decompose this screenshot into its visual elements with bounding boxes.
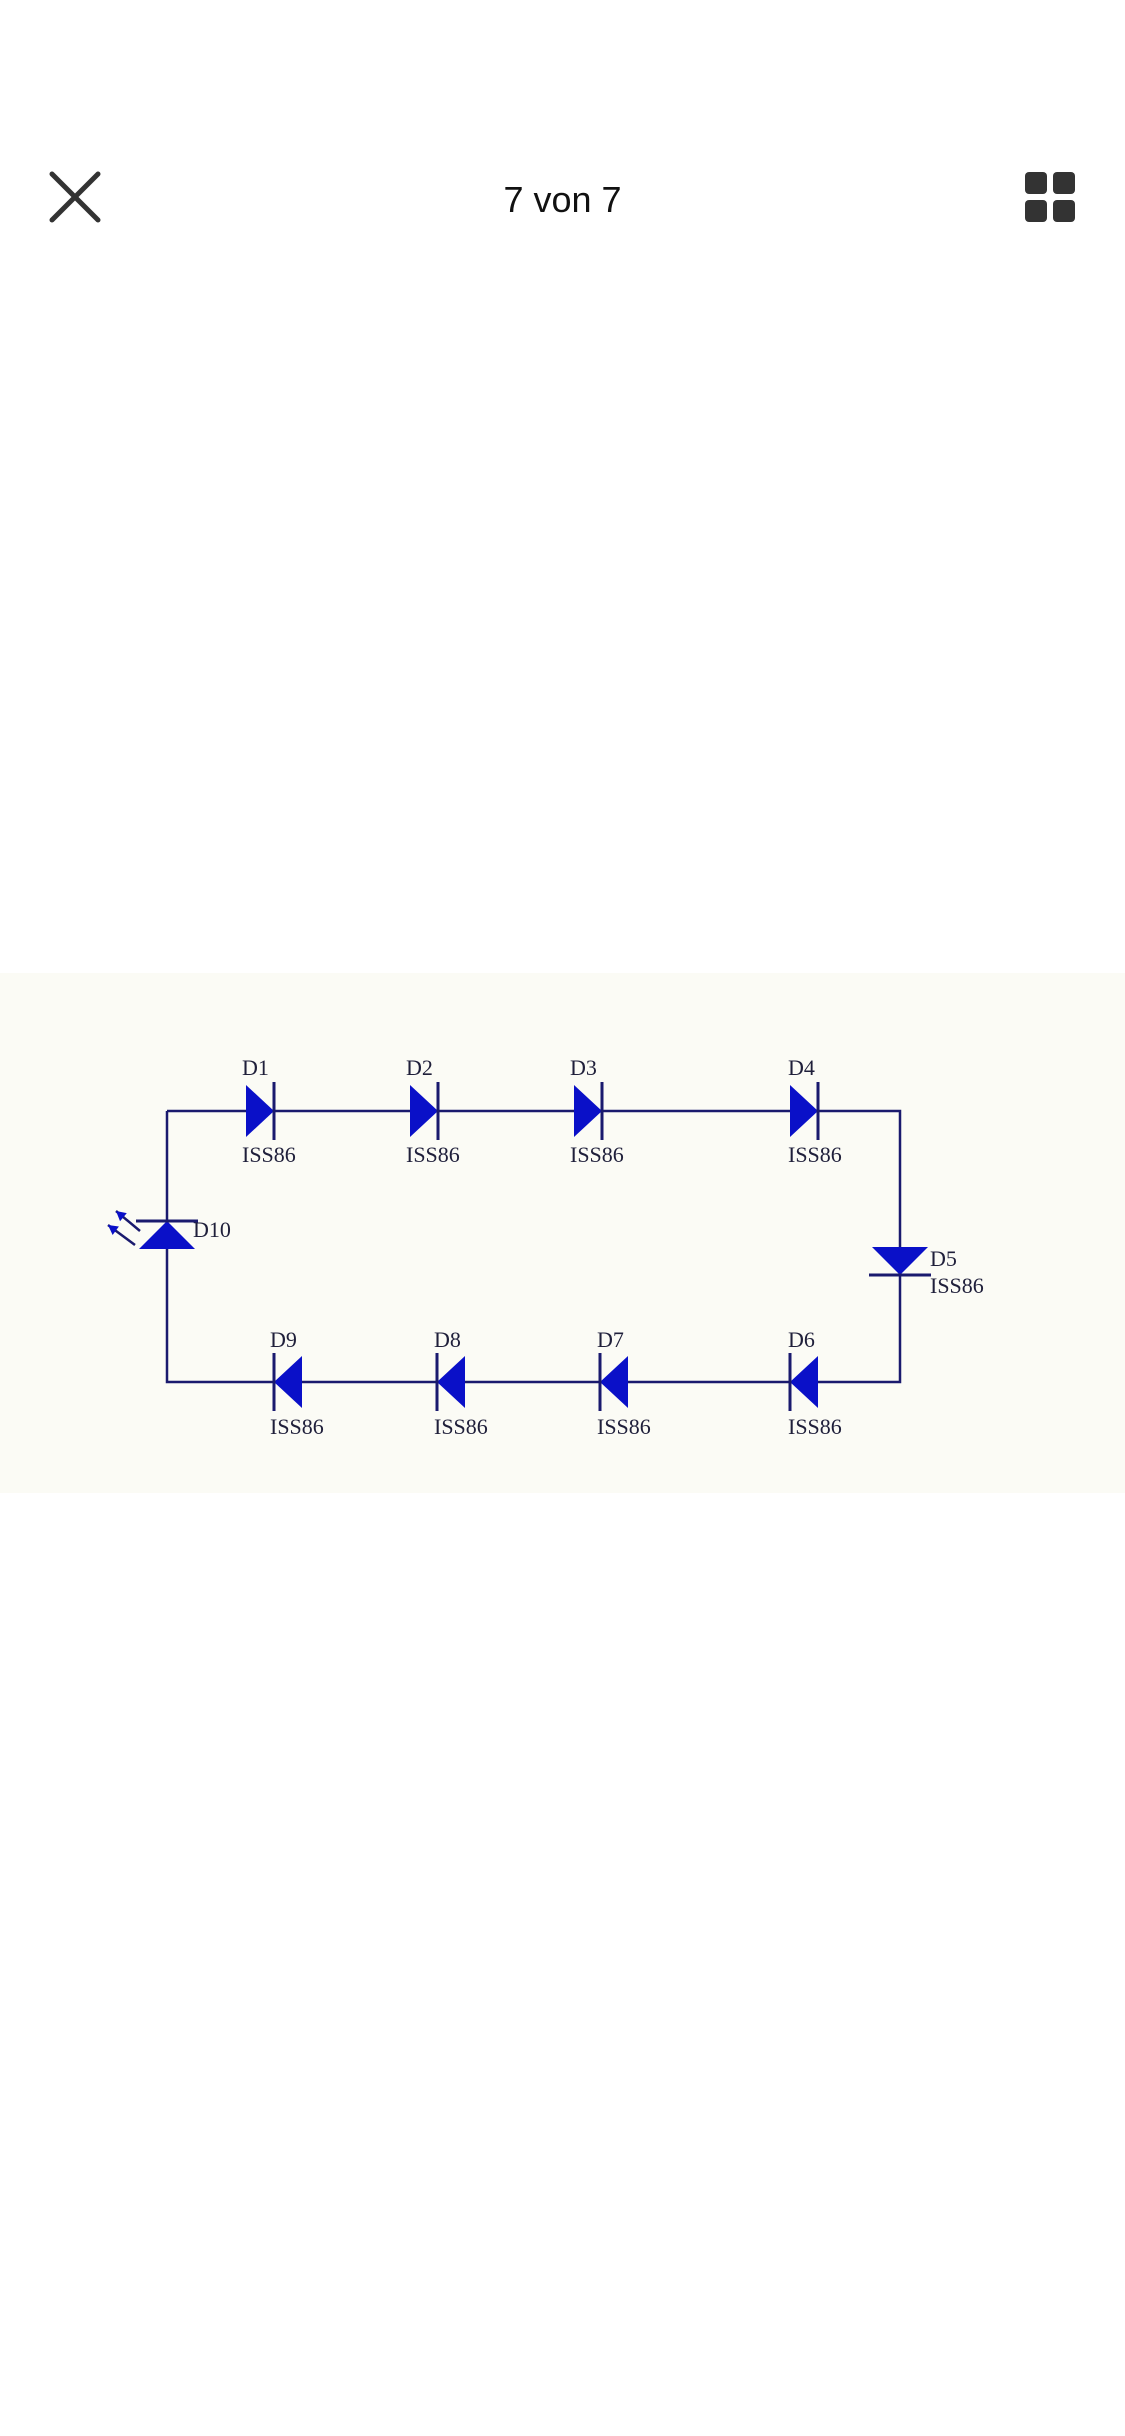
diode-d8-symbol bbox=[437, 1356, 465, 1408]
diode-d8 bbox=[435, 1353, 465, 1411]
diode-d5-symbol bbox=[872, 1247, 928, 1275]
diode-d2 bbox=[410, 1082, 440, 1140]
circuit-diagram: D1 ISS86 D2 ISS86 D3 ISS86 D4 ISS86 D5 I… bbox=[107, 1055, 984, 1439]
diode-d2-symbol bbox=[410, 1085, 438, 1137]
diode-d6-symbol bbox=[790, 1356, 818, 1408]
led-arrow-1-head bbox=[108, 1225, 119, 1235]
viewer-header: 7 von 7 bbox=[0, 140, 1125, 260]
d1-value-label: ISS86 bbox=[242, 1142, 296, 1167]
circuit-image: D1 ISS86 D2 ISS86 D3 ISS86 D4 ISS86 D5 I… bbox=[0, 973, 1125, 1493]
diode-d4 bbox=[790, 1082, 820, 1140]
diode-d10 bbox=[107, 1210, 198, 1249]
d7-ref-label: D7 bbox=[597, 1327, 624, 1352]
d8-value-label: ISS86 bbox=[434, 1414, 488, 1439]
d9-ref-label: D9 bbox=[270, 1327, 297, 1352]
diode-d1-symbol bbox=[246, 1085, 274, 1137]
circuit-labels: D1 ISS86 D2 ISS86 D3 ISS86 D4 ISS86 D5 I… bbox=[193, 1055, 984, 1439]
diode-d1 bbox=[246, 1082, 276, 1140]
close-icon bbox=[49, 171, 101, 223]
diode-d4-symbol bbox=[790, 1085, 818, 1137]
wire-loop bbox=[165, 1109, 902, 1384]
diode-d6 bbox=[788, 1353, 818, 1411]
d5-value-label: ISS86 bbox=[930, 1273, 984, 1298]
grid-view-icon bbox=[1025, 172, 1075, 222]
circuit-wires bbox=[165, 1109, 902, 1384]
led-arrow-2-head bbox=[116, 1211, 127, 1222]
d2-ref-label: D2 bbox=[406, 1055, 433, 1080]
d8-ref-label: D8 bbox=[434, 1327, 461, 1352]
d9-value-label: ISS86 bbox=[270, 1414, 324, 1439]
d1-ref-label: D1 bbox=[242, 1055, 269, 1080]
diode-d3 bbox=[574, 1082, 604, 1140]
d4-ref-label: D4 bbox=[788, 1055, 815, 1080]
grid-view-button[interactable] bbox=[1005, 152, 1095, 242]
d3-value-label: ISS86 bbox=[570, 1142, 624, 1167]
diode-d10-symbol bbox=[139, 1221, 195, 1249]
d3-ref-label: D3 bbox=[570, 1055, 597, 1080]
page-counter: 7 von 7 bbox=[503, 179, 622, 220]
diode-d5 bbox=[869, 1247, 931, 1277]
d5-ref-label: D5 bbox=[930, 1246, 957, 1271]
diode-d9-symbol bbox=[274, 1356, 302, 1408]
diode-d7-symbol bbox=[600, 1356, 628, 1408]
diode-d9 bbox=[272, 1353, 302, 1411]
d10-ref-label: D10 bbox=[193, 1217, 231, 1242]
d6-value-label: ISS86 bbox=[788, 1414, 842, 1439]
circuit-diodes bbox=[107, 1082, 931, 1411]
diode-d3-symbol bbox=[574, 1085, 602, 1137]
diode-d7 bbox=[598, 1353, 628, 1411]
d6-ref-label: D6 bbox=[788, 1327, 815, 1352]
d7-value-label: ISS86 bbox=[597, 1414, 651, 1439]
close-button[interactable] bbox=[30, 152, 120, 242]
d2-value-label: ISS86 bbox=[406, 1142, 460, 1167]
d4-value-label: ISS86 bbox=[788, 1142, 842, 1167]
